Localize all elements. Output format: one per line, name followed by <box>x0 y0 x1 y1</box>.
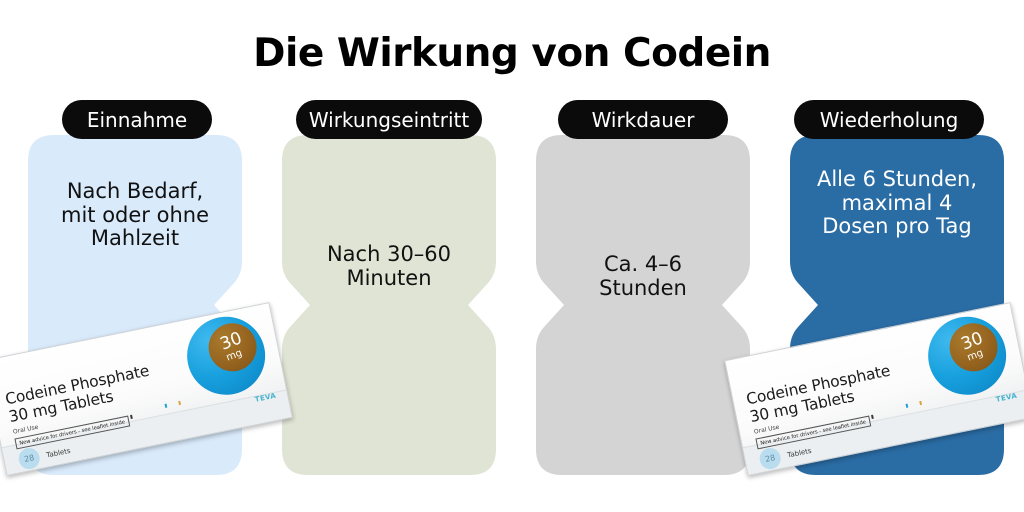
speck <box>164 403 168 408</box>
speck <box>919 400 923 406</box>
panel-body-wirkdauer: Ca. 4–6 Stunden <box>599 252 687 300</box>
box-strength-unit: mg <box>224 347 244 364</box>
speck <box>178 400 182 406</box>
stage-panel-wirkdauer: Ca. 4–6 Stunden <box>536 135 750 475</box>
panel-body-einnahme: Nach Bedarf, mit oder ohne Mahlzeit <box>61 179 209 251</box>
panel-shape-wirkdauer <box>536 135 750 475</box>
speck <box>130 414 133 420</box>
speck <box>871 414 874 420</box>
panel-header-wirkungseintritt: Wirkungseintritt <box>296 100 482 139</box>
page-title: Die Wirkung von Codein <box>253 31 771 76</box>
stage-panel-wirkungseintritt: Nach 30–60 Minuten <box>282 135 496 475</box>
panel-fill-wirkungseintritt <box>282 135 496 475</box>
panel-body-wirkungseintritt: Nach 30–60 Minuten <box>326 242 452 290</box>
panel-header-wiederholung: Wiederholung <box>794 100 984 139</box>
panel-header-wirkdauer: Wirkdauer <box>558 100 728 139</box>
panel-shape-wirkungseintritt <box>282 135 496 475</box>
panel-header-einnahme: Einnahme <box>62 100 212 139</box>
box-strength-unit: mg <box>965 347 985 364</box>
panel-fill-wirkdauer <box>536 135 750 475</box>
speck <box>905 403 909 408</box>
panel-body-wiederholung: Alle 6 Stunden, maximal 4 Dosen pro Tag <box>816 167 978 239</box>
